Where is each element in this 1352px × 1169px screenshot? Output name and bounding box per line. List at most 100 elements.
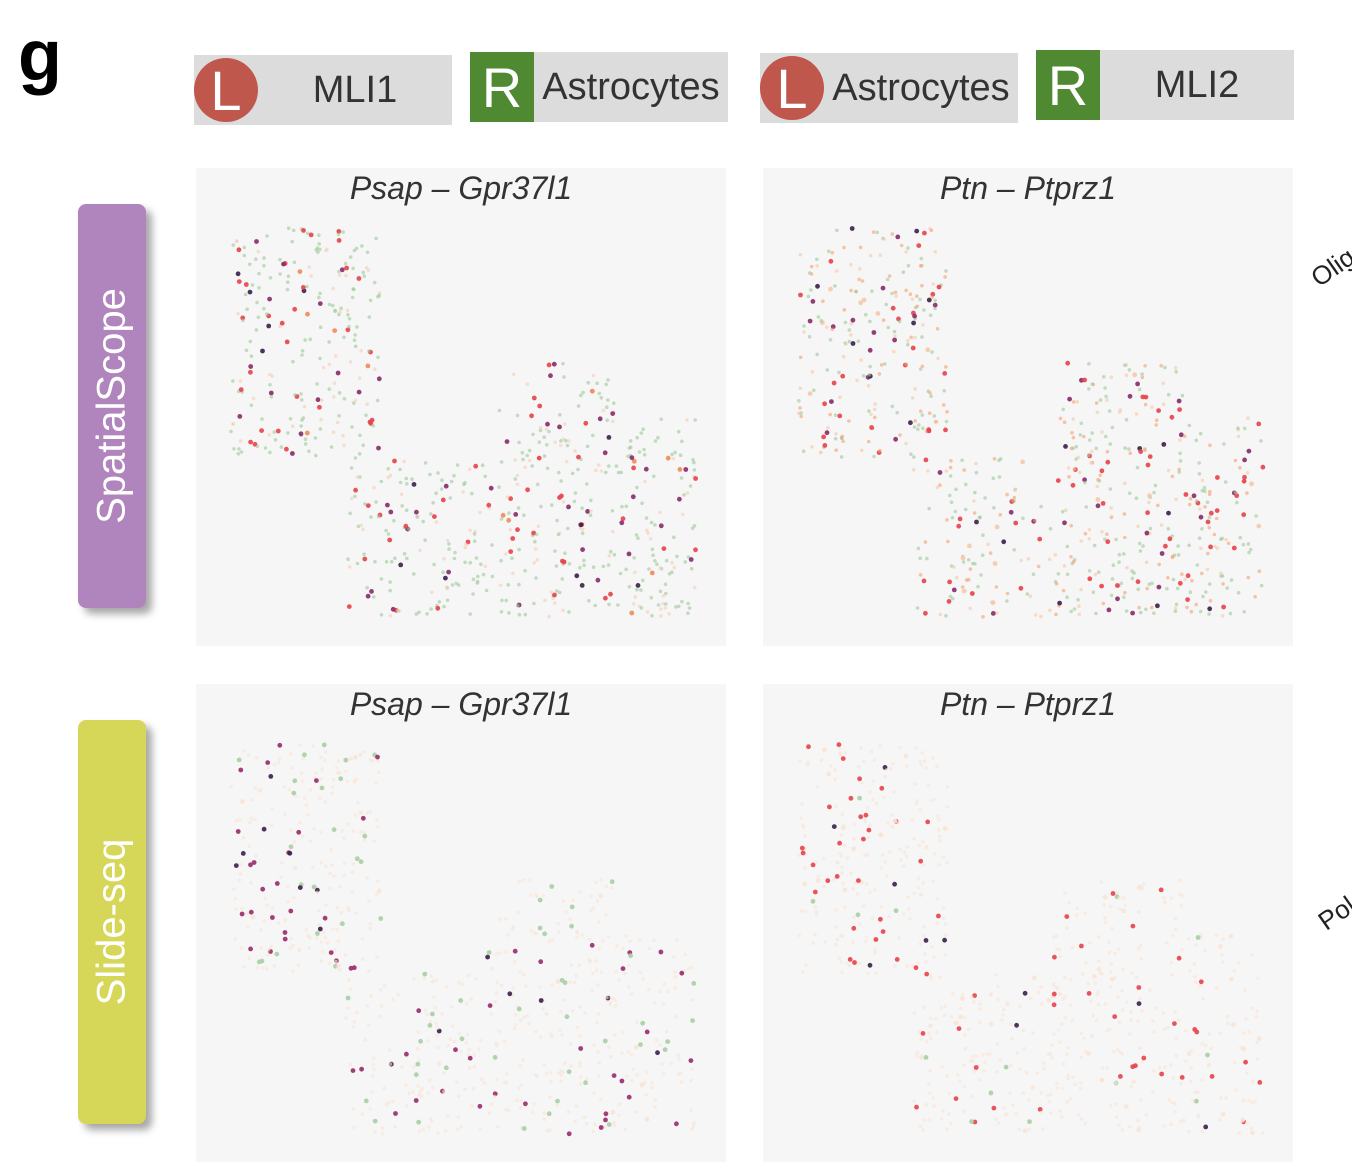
spot-point [936,913,941,919]
spot-point [323,750,328,754]
spot-point [1178,438,1182,442]
spot-point [1022,990,1028,996]
spot-point [913,335,917,340]
spot-point [1028,594,1033,598]
spot-point [859,358,863,362]
spot-point [612,1123,616,1127]
spot-point [804,963,808,968]
spot-point [314,771,319,775]
spot-point [328,886,332,891]
spot-point [656,603,661,607]
spot-point [372,595,376,599]
spot-point [948,474,953,478]
spot-point [1135,579,1141,585]
spot-point [372,1118,378,1124]
spot-point [1162,896,1166,900]
spot-point [960,585,965,589]
spot-point [544,1011,548,1016]
spot-point [1091,590,1096,594]
spot-point [362,750,366,754]
spot-point [1100,501,1106,506]
spot-point [542,1117,547,1122]
spot-point [620,504,624,509]
spot-point [981,533,985,537]
spot-point [538,426,543,430]
spot-point [238,818,242,822]
spot-point [553,440,557,445]
spot-point [1156,408,1161,413]
spot-point [1192,962,1197,966]
spot-point [370,1074,375,1078]
spot-point [1048,608,1052,613]
spot-point [1249,481,1254,487]
spot-point [1111,563,1116,567]
spot-point [1078,1087,1083,1091]
spot-point [810,898,816,904]
spot-point [555,518,559,523]
spot-point [317,404,322,410]
spot-point [865,971,870,976]
spot-point [912,313,917,319]
spot-point [232,447,236,451]
spot-point [867,347,873,353]
spot-point [1088,941,1092,945]
spot-point [478,1038,483,1043]
spot-point [1220,614,1225,618]
spot-point [1102,903,1107,907]
spot-point [352,1019,357,1024]
spot-point [454,581,459,586]
spot-point [603,1111,609,1117]
spot-point [948,493,952,498]
spot-point [659,614,663,618]
spot-point [420,1086,424,1091]
spot-point [798,355,803,360]
spot-point [874,801,879,806]
spot-point [336,759,341,763]
spot-point [920,751,924,755]
spot-point [1167,1097,1171,1102]
spot-point [1105,398,1109,402]
spot-point [679,1080,684,1084]
spot-point [302,404,307,409]
spot-point [1256,523,1262,529]
spot-point [618,571,623,576]
spot-point [936,814,940,818]
spot-point [883,774,887,779]
spot-point [1170,554,1175,559]
spot-point [867,823,872,827]
spot-point [1112,1049,1116,1054]
spot-point [556,532,561,537]
spot-point [1108,442,1112,446]
spot-point [236,247,242,253]
spot-point [314,453,318,458]
spot-point [1036,990,1041,995]
spot-point [942,937,947,943]
spot-point [932,797,936,802]
spot-point [1039,1110,1044,1115]
spot-point [504,916,508,921]
spot-point [436,1028,442,1034]
spot-point [1236,960,1241,965]
spot-point [439,487,444,491]
spot-point [606,435,612,440]
spot-point [338,776,344,782]
spot-point [347,978,351,982]
spot-point [396,608,400,613]
spot-point [1055,986,1060,991]
spot-point [1137,541,1142,546]
spot-point [1021,1028,1026,1033]
spot-point [916,885,921,890]
spot-point [974,470,979,475]
spot-point [1246,448,1252,454]
spot-point [307,265,311,269]
spot-point [1207,582,1212,586]
spot-point [370,1090,374,1094]
spot-point [868,253,873,258]
spot-point [908,420,913,426]
spot-point [1158,1066,1162,1070]
spot-point [635,1073,639,1077]
spot-point [288,844,294,850]
spot-point [927,506,931,511]
spot-point [973,490,977,495]
spot-point [233,896,238,901]
